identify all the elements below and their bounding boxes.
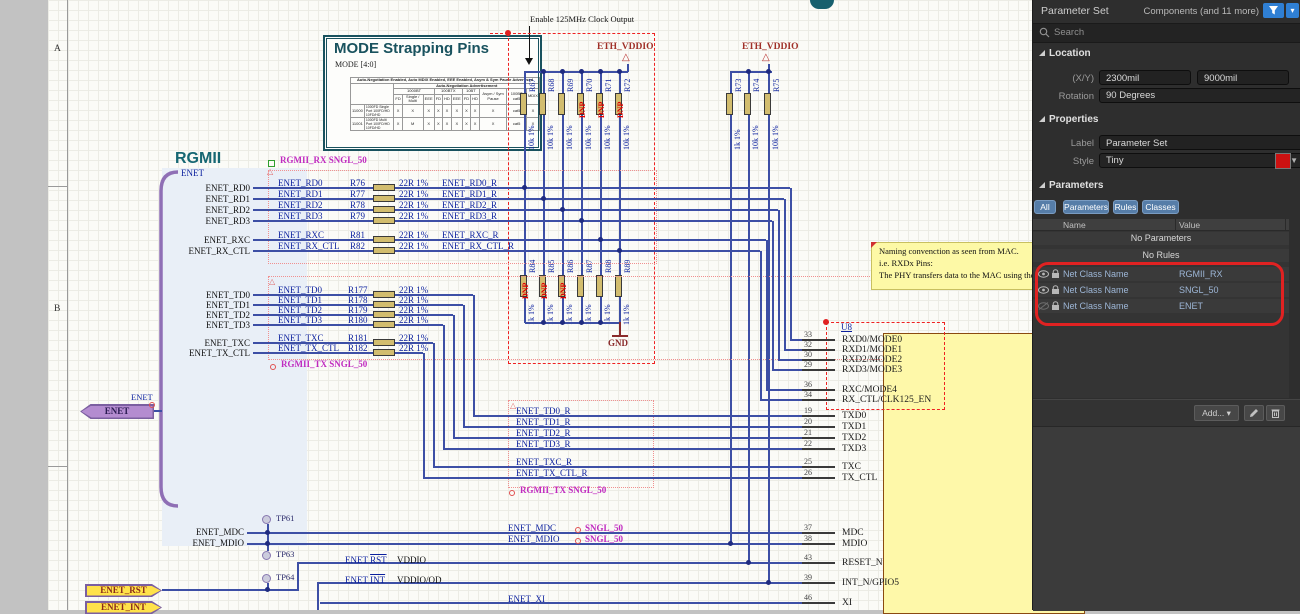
rx-directive-label: RGMII_RX SNGL_50 [280, 155, 367, 165]
value-column-header[interactable]: Value [1179, 220, 1201, 230]
rx-blanket-triangle-icon: △ [267, 167, 274, 176]
label-label: Label [1070, 138, 1094, 149]
search-input[interactable]: Search [1033, 23, 1300, 43]
style-label: Style [1072, 156, 1094, 167]
power-net-label: ETH_VDDIO [597, 42, 654, 52]
testpoint[interactable] [262, 574, 271, 583]
tx-blanket-triangle-icon: △ [269, 277, 276, 286]
directive-marker [268, 160, 275, 167]
rotation-label: Rotation [1058, 91, 1094, 102]
gnd-symbol-icon [612, 335, 628, 337]
testpoint[interactable] [262, 515, 271, 524]
zone-label-b: B [54, 304, 61, 314]
chevron-down-icon: ▼ [1290, 156, 1298, 165]
tx-r-blanket [508, 400, 654, 488]
rx-blanket [268, 170, 657, 264]
rotation-select[interactable]: 90 Degrees▼ [1099, 88, 1300, 103]
tab-parameters[interactable]: Parameters [1063, 200, 1109, 214]
eye-hidden-icon[interactable] [1038, 302, 1049, 310]
no-parameters-row: No Parameters [1033, 232, 1289, 245]
annotation-arrow [529, 26, 531, 58]
power-symbol-icon: △ [762, 52, 770, 63]
y-field[interactable]: 9000mil [1197, 70, 1289, 85]
tab-rules[interactable]: Rules [1113, 200, 1138, 214]
clock-annotation: Enable 125MHz Clock Output [530, 14, 635, 24]
table-header: Name Value [1033, 219, 1289, 231]
xy-label: (X/Y) [1072, 73, 1094, 84]
search-icon [1039, 27, 1050, 38]
mode-table-subtitle: MODE [4:0] [335, 60, 377, 69]
add-button[interactable]: Add... ▾ [1194, 405, 1239, 421]
component-designator: U8 [841, 322, 852, 332]
style-select[interactable]: Tiny▼ [1099, 153, 1300, 168]
selection-dot [823, 319, 829, 325]
mode-table-title: MODE Strapping Pins [334, 40, 490, 57]
tab-classes[interactable]: Classes [1142, 200, 1179, 214]
name-column-header[interactable]: Name [1063, 220, 1086, 230]
annotation-arrowhead [525, 58, 533, 65]
power-symbol-icon: △ [622, 52, 630, 63]
filter-button[interactable] [1263, 3, 1284, 18]
schematic-sheet: A B MODE Strapping Pins MODE [4:0] Auto-… [48, 0, 1085, 614]
enet-harness-port[interactable]: ENET [80, 404, 154, 419]
tx-directive-label: RGMII_TX SNGL_50 [281, 359, 368, 369]
lock-icon[interactable] [1051, 285, 1060, 295]
gnd-label: GND [608, 338, 628, 348]
panel-scope: Components (and 11 more) [1143, 6, 1259, 17]
harness-connector [159, 170, 179, 508]
tab-all[interactable]: All [1034, 200, 1056, 214]
parameters-toolbar: Add... ▾ [1033, 399, 1300, 426]
label-field[interactable]: Parameter Set [1099, 135, 1300, 150]
no-rules-row: No Rules [1033, 249, 1289, 262]
edit-button[interactable] [1244, 405, 1264, 421]
selection-dashed-box [826, 322, 945, 410]
enet-port-label: ENET [131, 392, 153, 402]
filter-dropdown-button[interactable]: ▾ [1286, 3, 1299, 18]
enet-int-port[interactable]: ENET_INT [85, 601, 162, 614]
properties-panel: Parameter Set Components (and 11 more) ▾… [1032, 0, 1300, 611]
tx-directive-label2: RGMII_TX SNGL_50 [520, 485, 607, 495]
pencil-icon [1250, 409, 1258, 417]
eye-icon[interactable] [1038, 286, 1049, 294]
testpoint[interactable] [262, 551, 271, 560]
lock-icon[interactable] [1051, 301, 1060, 311]
partial-title-glyph [810, 0, 834, 9]
enet-rst-port[interactable]: ENET_RST [85, 584, 162, 597]
color-swatch[interactable] [1275, 153, 1291, 169]
sheet-border [67, 0, 68, 610]
tx-r-blanket-triangle-icon: △ [510, 401, 517, 410]
rgmii-room [162, 168, 307, 546]
rgmii-section-title: RGMII [175, 150, 222, 167]
lock-icon[interactable] [1051, 269, 1060, 279]
funnel-icon [1269, 6, 1278, 15]
harness-group-label: ENET [181, 168, 204, 178]
properties-section-header[interactable]: Properties [1039, 114, 1300, 125]
panel-footer-area [1033, 426, 1300, 611]
power-net-label: ETH_VDDIO [742, 42, 799, 52]
clk-directive-dot [505, 30, 511, 36]
trash-icon [1271, 409, 1280, 418]
note-corner-icon [871, 242, 877, 248]
eye-icon[interactable] [1038, 270, 1049, 278]
x-field[interactable]: 2300mil [1099, 70, 1191, 85]
mode-strapping-table: MODE Strapping Pins MODE [4:0] Auto-Nego… [323, 35, 542, 151]
location-section-header[interactable]: Location [1039, 48, 1300, 59]
panel-title: Parameter Set [1041, 5, 1109, 17]
parameters-section-header[interactable]: Parameters [1039, 180, 1300, 191]
delete-button[interactable] [1266, 405, 1285, 421]
zone-label-a: A [54, 44, 61, 54]
